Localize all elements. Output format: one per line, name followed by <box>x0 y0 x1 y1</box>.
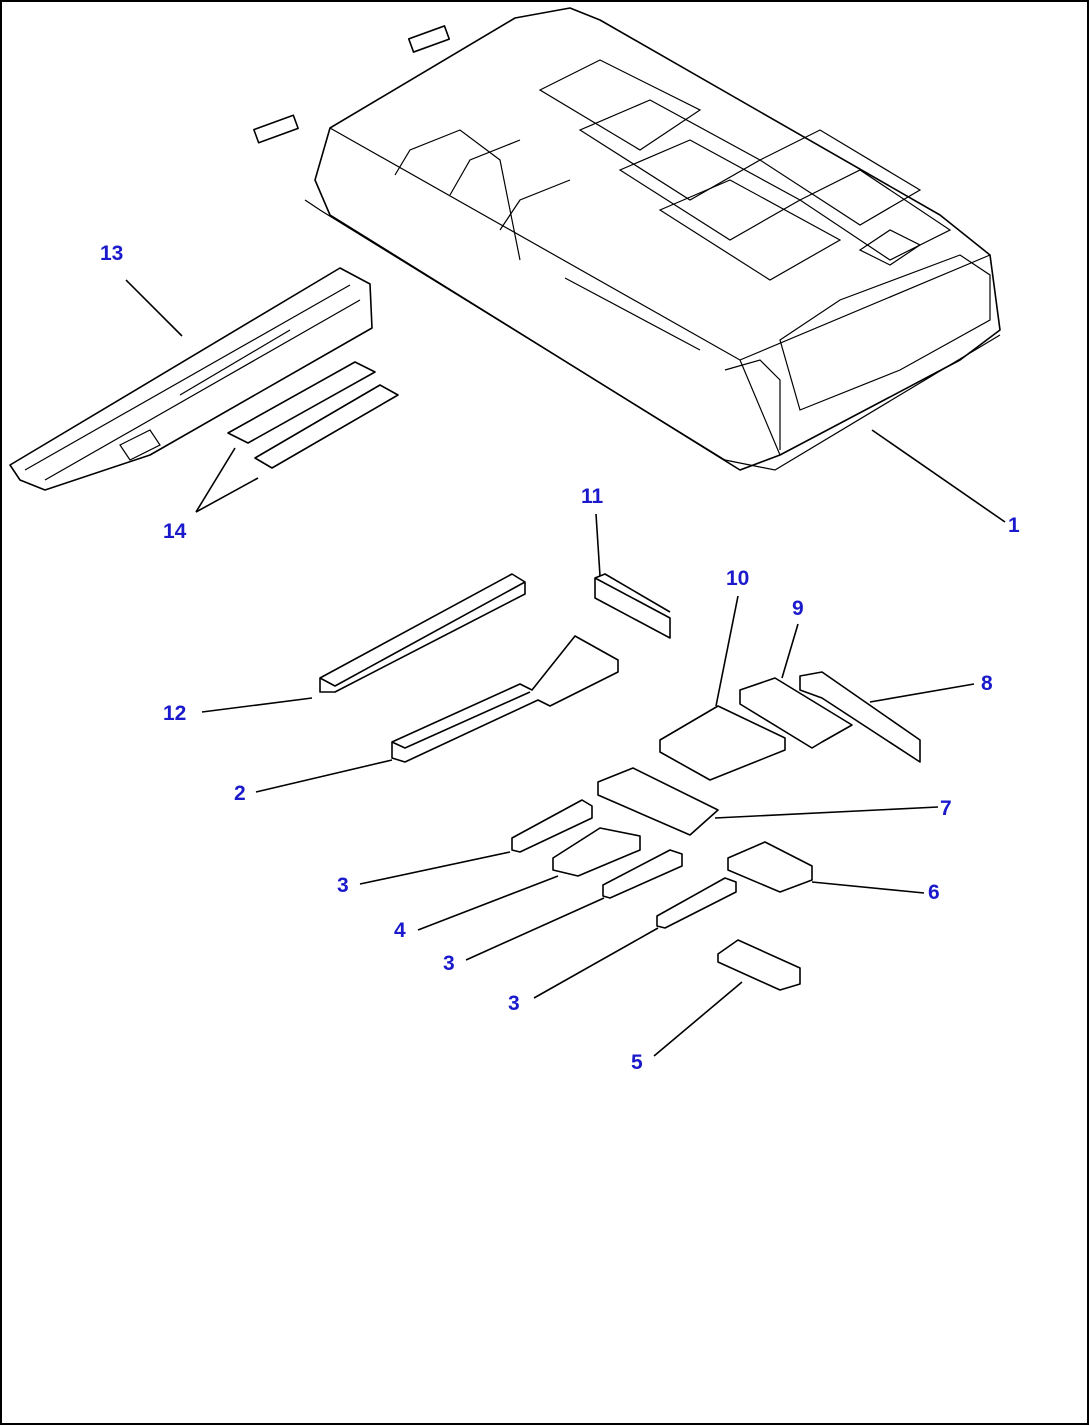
callout-13: 13 <box>100 242 123 265</box>
part-14-strips <box>227 361 399 469</box>
part-4 <box>552 827 641 877</box>
callout-7: 7 <box>940 797 952 820</box>
part-7 <box>597 767 719 836</box>
part-3-b <box>602 849 683 899</box>
callout-14: 14 <box>163 520 187 543</box>
callout-6: 6 <box>928 881 940 904</box>
callout-labels: 1 13 14 11 10 9 8 12 2 7 3 6 4 3 3 5 <box>100 242 1020 1074</box>
callout-11: 11 <box>581 485 604 508</box>
part-6 <box>727 841 813 893</box>
leader-lines <box>125 279 1006 1057</box>
part-3-c <box>656 877 737 929</box>
part-3-a <box>511 799 593 853</box>
part-13-side-rail <box>9 267 373 491</box>
callout-2: 2 <box>234 782 246 805</box>
part-10 <box>659 705 786 781</box>
part-2 <box>391 635 619 763</box>
callout-1: 1 <box>1008 514 1020 537</box>
callout-5: 5 <box>631 1051 643 1074</box>
part-9 <box>739 677 853 749</box>
part-11 <box>594 573 671 639</box>
callout-8: 8 <box>981 672 993 695</box>
part-12 <box>319 573 526 693</box>
callout-12: 12 <box>163 702 186 725</box>
callout-9: 9 <box>792 597 804 620</box>
callout-4: 4 <box>394 919 406 942</box>
part-5 <box>717 939 801 991</box>
callout-3-a: 3 <box>337 874 349 897</box>
callout-10: 10 <box>726 567 749 590</box>
callout-3-b: 3 <box>443 952 455 975</box>
callout-3-c: 3 <box>508 992 520 1015</box>
part-8 <box>799 671 921 763</box>
part-1-cab-roof <box>253 7 1001 471</box>
